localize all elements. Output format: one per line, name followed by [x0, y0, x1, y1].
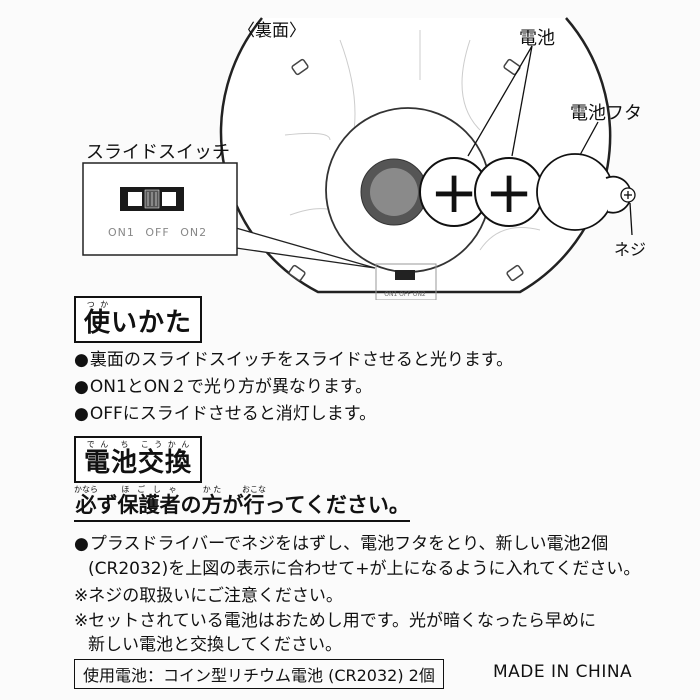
note-trial-battery-2: 新しい電池と交換してください。	[88, 635, 342, 655]
back-side-label: 〈裏面〉	[238, 21, 306, 41]
battery-spec-box: 使用電池：コイン型リチウム電池 (CR2032) 2個	[74, 659, 444, 689]
screw-label: ネジ	[614, 240, 647, 259]
rim-tab	[288, 264, 306, 282]
switch-positions: ON1 OFF ON2	[108, 226, 207, 239]
battery-cover	[536, 153, 614, 231]
usage-item-1: 裏面のスライドスイッチをスライドさせると光ります。	[74, 345, 513, 370]
battery-diagram: + + ON1 OFF ON2	[82, 17, 636, 300]
device-slide-switch	[395, 270, 415, 280]
switch-pos-on2: ON2	[180, 226, 208, 239]
switch-pos-on1: ON1	[108, 226, 135, 239]
usage-item-3: OFFにスライドさせると消灯します。	[74, 399, 376, 424]
guardian-warning: 必かならず保護者ほごしゃの方かたが行おこなってください。	[74, 485, 410, 522]
note-trial-battery-1: ※セットされている電池はおためし用です。光が暗くなったら早めに	[74, 611, 597, 631]
svg-text:ON1 OFF ON2: ON1 OFF ON2	[384, 291, 426, 298]
note-screw: ※ネジの取扱いにご注意ください。	[74, 586, 343, 606]
battery-change-heading: 電でん池ち交こう換かん	[74, 436, 203, 483]
battery-label: 電池	[519, 28, 555, 49]
rim-tab	[506, 264, 524, 282]
slide-switch-label: スライドスイッチ	[86, 142, 230, 163]
usage-heading: 使つかいかた	[74, 296, 203, 343]
battery-1-plus: +	[430, 158, 479, 226]
battery-2-plus: +	[485, 158, 534, 226]
battery-cover-label: 電池フタ	[570, 103, 642, 124]
usage-item-2: ON1とON２で光り方が異なります。	[74, 372, 372, 397]
switch-pos-off: OFF	[145, 226, 170, 239]
instruction-line-1: プラスドライバーでネジをはずし、電池フタをとり、新しい電池2個	[74, 529, 608, 554]
rim-tab	[291, 58, 309, 76]
made-in-label: MADE IN CHINA	[493, 662, 633, 682]
instruction-line-2: (CR2032)を上図の表示に合わせて+が上になるように入れてください。	[88, 559, 641, 579]
